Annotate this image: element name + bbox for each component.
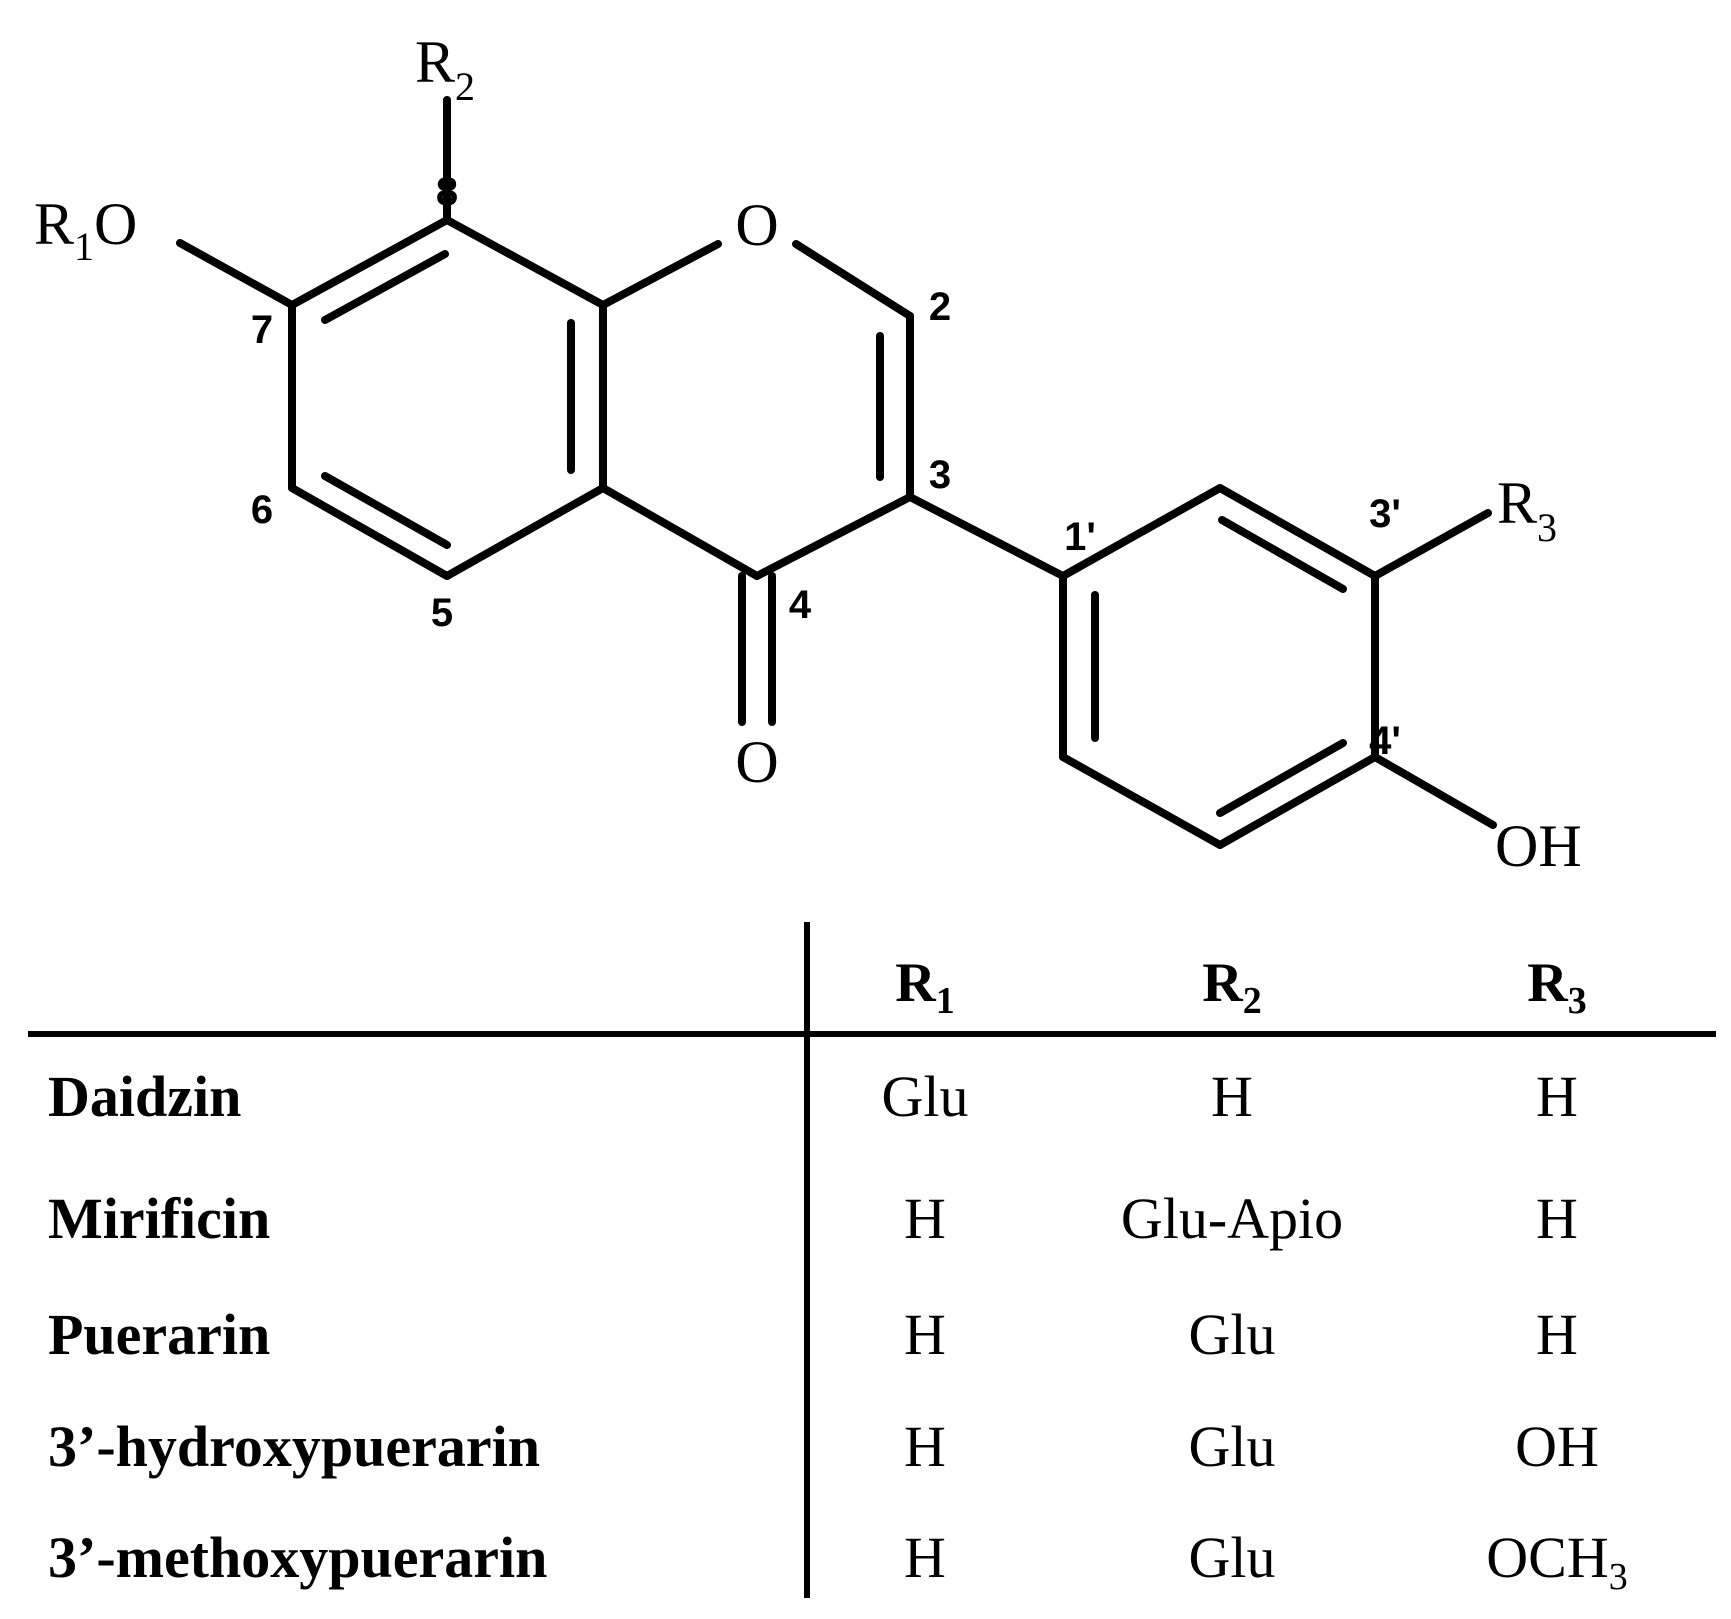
- position-4-prime: 4': [1369, 719, 1401, 763]
- bond-c8-c8a: [443, 216, 607, 309]
- position-3-prime: 3': [1369, 492, 1401, 536]
- position-5: 5: [431, 591, 453, 635]
- bond-c4-c4a: [599, 484, 761, 580]
- compound-name: Puerarin: [48, 1302, 270, 1367]
- bond-o1-c2: [792, 240, 914, 320]
- double-bond-c5-c6: [321, 472, 451, 549]
- bond-c3-c1p: [906, 493, 1067, 580]
- table-row: Daidzin Glu H H: [48, 1064, 1578, 1129]
- position-1-prime: 1': [1064, 515, 1096, 559]
- bond-c4a-c5: [443, 484, 607, 580]
- r3-value: H: [1536, 1064, 1578, 1129]
- r3-value-sub: 3: [1609, 1556, 1628, 1598]
- double-bond-c2p-c3p: [1218, 516, 1347, 593]
- r1o-label: R1O: [34, 191, 137, 269]
- r2-label-main: R: [415, 29, 455, 95]
- hydroxyl-label: OH: [1495, 813, 1582, 879]
- substituent-table: R1 R2 R3 Daidzin Glu H H Mirificin H Glu…: [28, 922, 1716, 1598]
- r2-label-sub: 2: [455, 64, 475, 109]
- header-r3: R3: [1527, 952, 1586, 1022]
- r3-label-sub: 3: [1537, 505, 1557, 550]
- position-3: 3: [929, 453, 951, 497]
- r2-label: R2: [415, 29, 475, 109]
- r2-value: Glu: [1189, 1525, 1276, 1590]
- header-r1-main: R: [895, 952, 936, 1014]
- r2-value: Glu-Apio: [1121, 1186, 1343, 1251]
- r3-label-main: R: [1497, 470, 1537, 536]
- r1-value: Glu: [882, 1064, 969, 1129]
- carbonyl-oxygen-label: O: [735, 729, 778, 795]
- bond-c2p-c3p: [1216, 484, 1379, 580]
- bond-c7-o: [176, 239, 296, 309]
- double-bond-c4p-c5p: [1216, 739, 1347, 817]
- substituent-bonds: [176, 96, 1067, 580]
- compound-name: 3’-methoxypuerarin: [48, 1525, 547, 1590]
- bond-c1p-c2p: [1059, 484, 1224, 580]
- r2-value: Glu: [1189, 1414, 1276, 1479]
- header-r3-main: R: [1527, 952, 1568, 1014]
- r1o-label-sub: 1: [74, 224, 94, 269]
- position-4: 4: [789, 583, 812, 627]
- r3-label: R3: [1497, 470, 1557, 550]
- r1o-label-main: R: [34, 191, 74, 257]
- r3-value-main: OCH: [1486, 1525, 1608, 1590]
- position-2: 2: [929, 285, 951, 329]
- position-8: 8: [436, 170, 458, 214]
- r3-value: OH: [1515, 1414, 1599, 1479]
- double-bond-c7-c8: [321, 250, 449, 324]
- table-row: 3’-methoxypuerarin H Glu OCH3: [48, 1525, 1628, 1598]
- bond-c4p-c5p: [1216, 753, 1379, 849]
- r2-value: H: [1211, 1064, 1253, 1129]
- r3-value: OCH3: [1486, 1525, 1627, 1598]
- bond-c3p-r3: [1371, 509, 1492, 580]
- bond-c3-c4: [753, 493, 914, 580]
- table-row: Mirificin H Glu-Apio H: [48, 1186, 1578, 1251]
- r1-value: H: [904, 1302, 946, 1367]
- compound-name: Mirificin: [48, 1186, 270, 1251]
- compound-name: Daidzin: [48, 1064, 241, 1129]
- bond-c5p-c6p: [1059, 753, 1224, 849]
- header-r2-main: R: [1202, 952, 1243, 1014]
- r3-value: H: [1536, 1186, 1578, 1251]
- bond-c4p-oh: [1371, 753, 1497, 829]
- ring-b-bonds: [1059, 484, 1497, 849]
- bond-c7-c8: [288, 216, 451, 309]
- ring-oxygen-label: O: [735, 192, 778, 258]
- position-6: 6: [251, 488, 273, 532]
- table-row: Puerarin H Glu H: [48, 1302, 1578, 1367]
- r1-value: H: [904, 1186, 946, 1251]
- header-r2: R2: [1202, 952, 1261, 1022]
- bond-c5-c6: [288, 484, 451, 580]
- compound-name: 3’-hydroxypuerarin: [48, 1414, 540, 1479]
- bond-c8a-o1: [599, 240, 722, 309]
- r3-value: H: [1536, 1302, 1578, 1367]
- ring-c-bonds: [599, 240, 914, 726]
- header-r1: R1: [895, 952, 954, 1022]
- table-row: 3’-hydroxypuerarin H Glu OH: [48, 1414, 1599, 1479]
- header-r1-sub: 1: [936, 980, 955, 1022]
- position-7: 7: [251, 308, 273, 352]
- r1-value: H: [904, 1525, 946, 1590]
- header-r2-sub: 2: [1243, 980, 1262, 1022]
- r2-value: Glu: [1189, 1302, 1276, 1367]
- header-r3-sub: 3: [1568, 980, 1587, 1022]
- r1o-label-suffix: O: [94, 191, 137, 257]
- r1-value: H: [904, 1414, 946, 1479]
- ring-a-bonds: [288, 216, 607, 580]
